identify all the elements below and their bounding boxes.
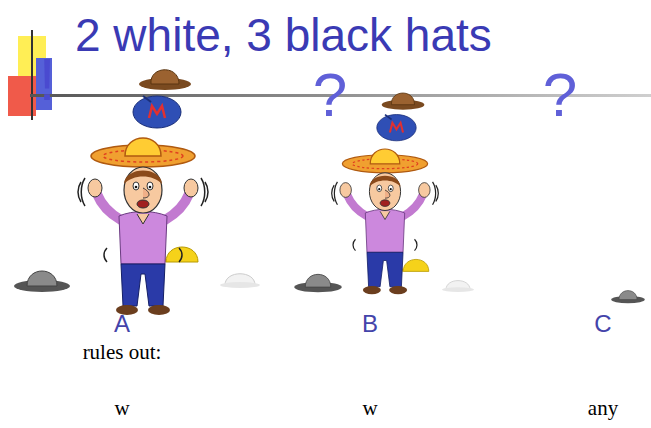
- person-label: B: [362, 312, 378, 336]
- deco-line: [31, 30, 33, 120]
- slide-title: 2 white, 3 black hats: [75, 12, 492, 58]
- hat-icon: [294, 274, 342, 292]
- question-mark: ?: [313, 64, 347, 126]
- juggler-figure: [332, 93, 439, 294]
- question-mark: ?: [543, 64, 577, 126]
- hat-icon: [14, 271, 70, 292]
- ruled-out-value: w: [362, 398, 377, 419]
- exclamation-mark: !: [39, 50, 56, 110]
- person-label: C: [594, 312, 611, 336]
- hat-icon: [220, 274, 260, 288]
- hat-icon: [611, 291, 645, 304]
- ruled-out-value: w: [114, 398, 129, 419]
- ruled-out-value: any: [588, 398, 618, 419]
- row-heading: rules out:: [83, 342, 162, 363]
- hat-icon: [442, 281, 474, 292]
- juggler-figure: [78, 70, 208, 315]
- person-label: A: [114, 312, 130, 336]
